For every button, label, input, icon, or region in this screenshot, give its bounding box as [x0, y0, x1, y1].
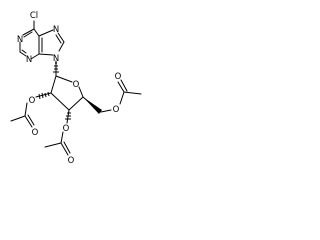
bond-c2-n3 [19, 51, 27, 57]
o3-carbonyl-label: O [68, 156, 75, 166]
o5-ester-label: O [113, 105, 120, 115]
bond-n7-c8 [57, 32, 65, 43]
bond-c8-n9 [58, 41, 65, 52]
bond-c6-n1 [22, 28, 35, 36]
n3-label: N [26, 55, 32, 65]
bond-c1prime-c2prime [50, 75, 57, 94]
molecule-structure: Cl N N N N O O O O O O O [10, 11, 142, 166]
n9-label: N [53, 54, 59, 64]
bond-c4prime-o4prime [78, 86, 84, 98]
bond-n3-c4 [30, 53, 40, 60]
bond-n7-c8-double [55, 34, 62, 44]
bond-c5prime-o5 [100, 109, 112, 113]
bond-o5-carbonyl-c [119, 91, 125, 105]
bond-c5-n7 [38, 29, 54, 37]
hatched-bonds [38, 62, 71, 120]
n7-label: N [53, 25, 59, 35]
bond-o4prime-c1prime [55, 75, 73, 83]
atom-label-layer: Cl N N N N O O O O O O O [17, 11, 122, 166]
ring-oxygen-label: O [73, 80, 80, 90]
bond-carbonyl-methyl-middle [44, 142, 62, 148]
bond-carbonyl-o-middle-b [63, 141, 71, 154]
bond-n9-c4 [38, 53, 54, 56]
bond-o2-carbonyl-c [24, 102, 28, 117]
wedge-bond-c4prime-c5prime [83, 97, 102, 114]
o3-ester-label: O [63, 124, 70, 134]
o2-ester-label: O [29, 96, 36, 106]
bond-carbonyl-o-left-b [27, 114, 35, 126]
chlorine-label: Cl [30, 11, 38, 21]
bond-c2prime-c3prime [50, 92, 70, 111]
bond-carbonyl-o-right-b [120, 79, 128, 92]
molecule-diagram: Cl N N N N O O O O O O O [0, 0, 152, 170]
bond-carbonyl-o-middle-a [60, 142, 69, 156]
o2-carbonyl-label: O [32, 128, 39, 138]
n1-label: N [17, 35, 23, 45]
bond-carbonyl-methyl-right [123, 91, 142, 95]
bond-carbonyl-o-right-a [117, 81, 125, 93]
bond-o3-carbonyl-c [60, 131, 64, 144]
bond-c6-n1-double [23, 31, 33, 38]
o5-carbonyl-label: O [115, 72, 122, 82]
bond-carbonyl-methyl-left [10, 115, 26, 122]
bond-c2-n3-double [21, 49, 27, 54]
bond-layer [10, 20, 142, 156]
bond-carbonyl-o-left-a [24, 115, 33, 128]
hatched-bond-c3prime-o3 [65, 112, 71, 120]
hatched-bond-c1prime-n9 [53, 62, 59, 73]
bond-c5-c6 [33, 28, 40, 37]
hatched-bond-c2prime-o2 [38, 91, 50, 100]
bond-c3prime-c4prime [68, 96, 84, 111]
